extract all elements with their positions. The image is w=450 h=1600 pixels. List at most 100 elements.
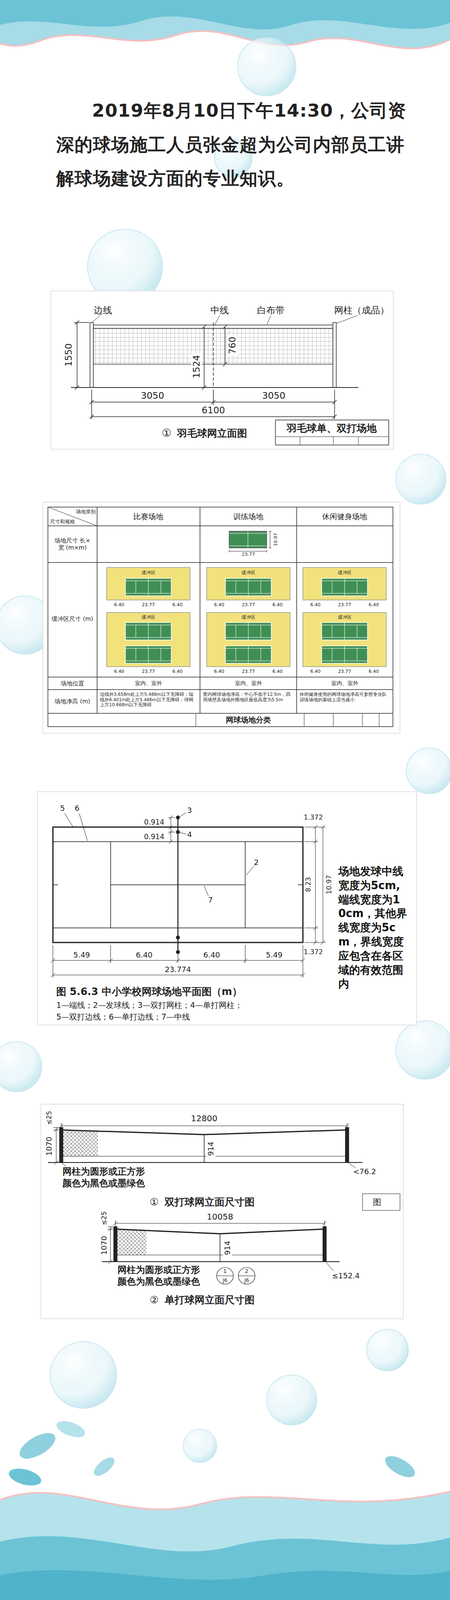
- table-cell: 室内、室外: [135, 680, 163, 687]
- panels: [37, 290, 417, 1319]
- figure-legend: 1—端线；2—发球线；3—双打网柱；4—单打网柱；: [56, 1000, 243, 1010]
- dimension: 23.77: [141, 668, 155, 675]
- side-note: 场地发球中线宽度为5cm,端线宽度为10cm，其他界线宽度为5cm，界线宽度应包…: [338, 864, 408, 992]
- callout-number: 2: [253, 857, 259, 868]
- callout-number: 4: [187, 830, 192, 840]
- dimension: 23.77: [337, 668, 352, 675]
- dimension: 6100: [201, 405, 225, 416]
- zone-label: 缓冲区: [141, 570, 156, 576]
- dimension: 6.40: [214, 602, 225, 608]
- dimension: 10.97: [272, 532, 279, 547]
- tennis-court-plan: [50, 812, 326, 978]
- table-cell: 边线外3.658m处上方5.486m以下无障碍；端线外6.401m处上方5.48…: [100, 691, 197, 708]
- title-block: 图: [372, 1197, 382, 1208]
- top-wave: [0, 0, 450, 49]
- table-header: 尺寸和规格: [50, 518, 75, 525]
- figure-caption: 单打球网立面尺寸图: [164, 1294, 255, 1307]
- table-cell: 场地尺寸 长×宽 (m×m): [51, 537, 94, 552]
- dimension: 23.77: [241, 602, 255, 608]
- dimension: 10.97: [325, 875, 333, 895]
- index-symbol: J6: [222, 1277, 228, 1284]
- dimension: 1.372: [303, 813, 323, 822]
- bottom-wave: [0, 1417, 450, 1600]
- dimension: 23.77: [241, 551, 255, 558]
- post-note: 颜色为黑色或墨绿色: [62, 1177, 145, 1189]
- table-cell: 室内网球场地净高：中心不低于12.5m，四周墙壁及场地外围地区最低高度为5.5m: [202, 691, 294, 703]
- dimension: 10058: [206, 1211, 234, 1222]
- dimension: <76.2: [352, 1167, 376, 1177]
- dimension: 6.40: [368, 602, 380, 608]
- dimension: 6.40: [114, 668, 125, 675]
- dimension: 3050: [262, 390, 286, 402]
- index-symbol: 1: [223, 1267, 227, 1275]
- callout-number: 5: [60, 803, 65, 813]
- dimension: 23.77: [141, 602, 155, 608]
- intro-paragraph: 2019年8月10日下午14:30，公司资深的球场施工人员张金超为公司内部员工讲…: [56, 93, 419, 196]
- title-block: 网球场地分类: [225, 715, 271, 725]
- dimension: ≤25: [45, 1110, 53, 1125]
- dimension: 1550: [63, 343, 75, 367]
- dimension: 6.40: [272, 668, 283, 675]
- table-cell: 休闲健身使用的网球场地净高可参照专业队训练场地的基础上适当减小: [299, 691, 391, 703]
- dimension: 3050: [140, 390, 165, 402]
- callout-number: 7: [207, 895, 213, 905]
- dimension: 760: [227, 335, 238, 356]
- post-note: 网柱为圆形或正方形: [117, 1264, 200, 1276]
- tennis-net-elevations: [47, 1122, 400, 1285]
- dimension: 6.40: [135, 950, 153, 960]
- dimension: 23.774: [165, 965, 192, 975]
- dimension: 1524: [191, 353, 203, 380]
- table-cell: 场地净高 (m): [51, 697, 94, 705]
- table-header: 休闲健身场地: [322, 512, 368, 522]
- figure-legend: 5—双打边线；6—单打边线；7—中线: [56, 1012, 190, 1022]
- dimension: 6.40: [172, 602, 183, 608]
- figure-number: ②: [149, 1294, 159, 1307]
- dimension: 6.40: [310, 668, 321, 675]
- dimension: 1070: [44, 1136, 54, 1156]
- post-note: 网柱为圆形或正方形: [62, 1166, 145, 1178]
- part-label: 中线: [210, 305, 229, 316]
- dimension: 23.77: [241, 668, 255, 675]
- table-cell: 场地位置: [60, 680, 85, 688]
- bubbles: [0, 37, 450, 1463]
- zone-label: 缓冲区: [241, 614, 256, 620]
- dimension: 0.914: [144, 832, 165, 841]
- dimension: 6.40: [172, 668, 183, 675]
- dimension: 6.40: [272, 602, 283, 608]
- dimension: 0.914: [144, 817, 165, 827]
- callout-number: 3: [187, 805, 192, 815]
- table-cell: 室内、室外: [331, 680, 359, 687]
- dimension: 12800: [190, 1113, 218, 1124]
- dimension: 6.40: [310, 602, 321, 608]
- tennis-classification-table: [47, 507, 393, 727]
- table-header: 训练场地: [233, 512, 264, 522]
- figure-caption: 图 5.6.3 中小学校网球场地平面图（m）: [56, 985, 243, 998]
- zone-label: 缓冲区: [337, 570, 352, 576]
- part-label: 白布带: [257, 305, 285, 316]
- index-symbol: 2: [245, 1267, 249, 1275]
- table-cell: 缓冲区尺寸 (m): [51, 615, 94, 623]
- dimension: 914: [206, 1140, 216, 1158]
- badminton-net: [70, 315, 389, 445]
- callout-number: 6: [74, 803, 80, 813]
- table-header: 比赛场地: [133, 512, 164, 522]
- dimension: 5.49: [265, 950, 283, 960]
- post-note: 颜色为黑色或墨绿色: [117, 1276, 200, 1288]
- dimension: 6.40: [214, 668, 225, 675]
- index-symbol: J6: [244, 1277, 249, 1284]
- dimension: ≤25: [100, 1211, 108, 1226]
- title-block: 羽毛球单、双打场地: [286, 422, 377, 435]
- dimension: 1.372: [303, 947, 323, 956]
- dimension: 6.40: [114, 602, 125, 608]
- table-header: 场地类别: [75, 508, 96, 515]
- figure-caption: 双打球网立面尺寸图: [164, 1196, 255, 1209]
- dimension: 5.49: [73, 950, 90, 960]
- figure-caption: 羽毛球网立面图: [177, 427, 248, 440]
- figure-number: ①: [161, 426, 172, 440]
- zone-label: 缓冲区: [337, 614, 352, 620]
- zone-label: 缓冲区: [241, 570, 256, 576]
- dimension: ≤152.4: [332, 1271, 360, 1281]
- dimension: 6.40: [203, 950, 220, 960]
